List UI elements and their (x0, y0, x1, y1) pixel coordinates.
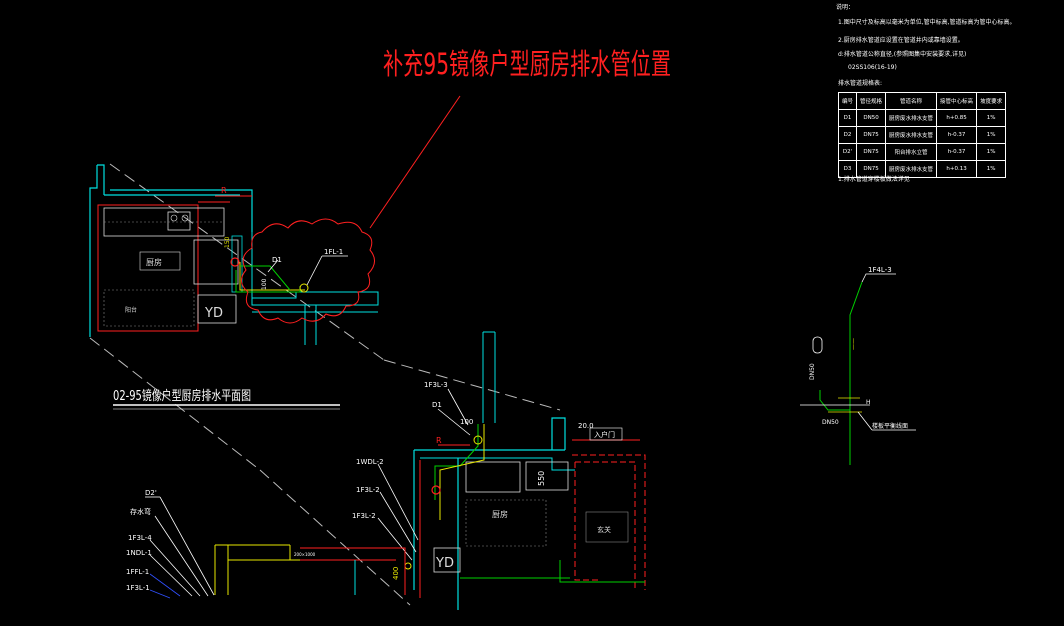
note-line-3: d:排水管道公称直径,(参照图集中安装要求,详见) (838, 51, 967, 58)
table-cell: h+0.13 (936, 160, 978, 178)
table-cell: 1% (976, 126, 1007, 144)
yd-bottom: YD (435, 556, 454, 571)
room-kitchen-top: 厨房 (146, 257, 162, 267)
label-d1-top: D1 (272, 256, 282, 264)
room-balcony-top: 阳台 (125, 306, 137, 314)
table-cell: 阳台排水立管 (885, 143, 938, 161)
floor-line-h: H (866, 399, 871, 406)
table-cell: D2 (837, 126, 858, 144)
floor-note: 楼板平衡线面 (872, 422, 908, 430)
notes-footer: 1.排水管道穿楼板做法详见 (838, 176, 910, 183)
note-line-1: 1.图中尺寸及标高以毫米为单位,管中标高,管道标高为管中心标高。 (838, 19, 1016, 26)
table-cell: h+0.85 (936, 109, 978, 127)
svg-text:——: —— (850, 338, 857, 350)
note-line-5: 排水管道规格表: (838, 80, 883, 87)
label-chamber: 存水弯 (130, 507, 151, 516)
table-cell: 1% (976, 143, 1007, 161)
dim-bottom: 200×1000 (294, 552, 316, 557)
table-row: D2 DN75 厨房废水排水支管 h-0.37 1% (837, 126, 1007, 144)
table-cell: 1% (976, 160, 1007, 178)
label-dn50: DN50 (809, 363, 816, 380)
label-f3l1: 1F3L-1 (126, 584, 150, 592)
dim-550: 550 (537, 471, 546, 486)
table-cell: 厨房废水排水支管 (885, 109, 938, 127)
room-kitchen-bottom: 厨房 (492, 509, 508, 519)
drawing-title: 补充95镜像户型厨房排水管位置 (383, 47, 671, 81)
label-d2-prime: D2' (145, 489, 157, 497)
table-cell: 厨房废水排水支管 (885, 126, 938, 144)
table-header: 编号 (837, 92, 858, 110)
label-ffl1: 1FFL-1 (126, 568, 149, 576)
table-cell: DN75 (856, 160, 887, 178)
note-line-4: 02SS106(16-19) (848, 64, 897, 71)
bottom-main-plan: R 550 厨房 YD 玄关 1F3L-3 D1 100 20.0 入户门 1W… (352, 331, 646, 610)
table-cell: DN50 (856, 109, 887, 127)
table-header: 坡度要求 (976, 92, 1007, 110)
dim-100-bottom: 100 (460, 418, 473, 426)
top-detail-plan: R 厨房 阳台 YD 150 1FL-1 D1 100 (89, 163, 561, 606)
table-cell: D1 (837, 109, 858, 127)
table-cell: 厨房废水排水支管 (885, 160, 938, 178)
plan-title: 02-95镜像户型厨房排水平面图 (113, 388, 251, 404)
label-wdl2: 1WDL-2 (356, 458, 384, 466)
pipe-spec-table: 编号 管径规格 管道名称 接管中心标高 坡度要求 D1 DN50 厨房废水排水支… (837, 92, 1007, 178)
label-ndl1: 1NDL-1 (126, 549, 152, 557)
dim-400: 400 (392, 567, 400, 580)
label-f3l4: 1F3L-4 (128, 534, 152, 542)
dim-100-top: 100 (261, 278, 268, 290)
table-header: 管道名称 (885, 92, 938, 110)
table-header: 接管中心标高 (936, 92, 978, 110)
title-leader-line (369, 95, 461, 229)
table-row: D1 DN50 厨房废水排水支管 h+0.85 1% (837, 109, 1007, 127)
table-cell: D3 (837, 160, 858, 178)
dim-200: 20.0 (578, 422, 594, 430)
label-riser: 1F4L-3 (868, 266, 892, 274)
table-cell: h-0.37 (936, 126, 978, 144)
table-cell: 1% (976, 109, 1007, 127)
label-f3l2-b: 1F3L-2 (352, 512, 376, 520)
label-f3l2-a: 1F3L-2 (356, 486, 380, 494)
label-dn50-b: DN50 (822, 419, 839, 426)
label-fl3-3: 1F3L-3 (424, 381, 448, 389)
table-header-row: 编号 管径规格 管道名称 接管中心标高 坡度要求 (837, 92, 1007, 110)
table-cell: DN75 (856, 126, 887, 144)
note-line-2: 2.厨房排水管道应设置在管道井内或靠墙设置。 (838, 37, 964, 44)
room-entry: 玄关 (597, 525, 611, 534)
table-row: D3 DN75 厨房废水排水支管 h+0.13 1% (837, 160, 1007, 178)
label-d1-bottom: D1 (432, 401, 442, 409)
yd-top: YD (204, 306, 223, 321)
riser-section: 1F4L-3 DN50 H DN50 楼板平衡线面 —— (800, 266, 916, 465)
r-marker-bottom: R (436, 436, 442, 445)
table-cell: h-0.37 (936, 143, 978, 161)
dim-150-top: 150 (224, 236, 231, 248)
entrance-label: 入户门 (594, 430, 615, 439)
table-cell: DN75 (856, 143, 887, 161)
table-header: 管径规格 (856, 92, 887, 110)
table-cell: D2' (837, 143, 858, 161)
bottom-left-plan: 200×1000 D2' 存水弯 1F3L-4 1NDL-1 1FFL-1 1F… (126, 489, 406, 599)
table-row: D2' DN75 阳台排水立管 h-0.37 1% (837, 143, 1007, 161)
notes-heading: 说明： (836, 4, 855, 11)
label-fl1-top: 1FL-1 (324, 248, 343, 256)
r-marker-top: R (221, 186, 227, 195)
